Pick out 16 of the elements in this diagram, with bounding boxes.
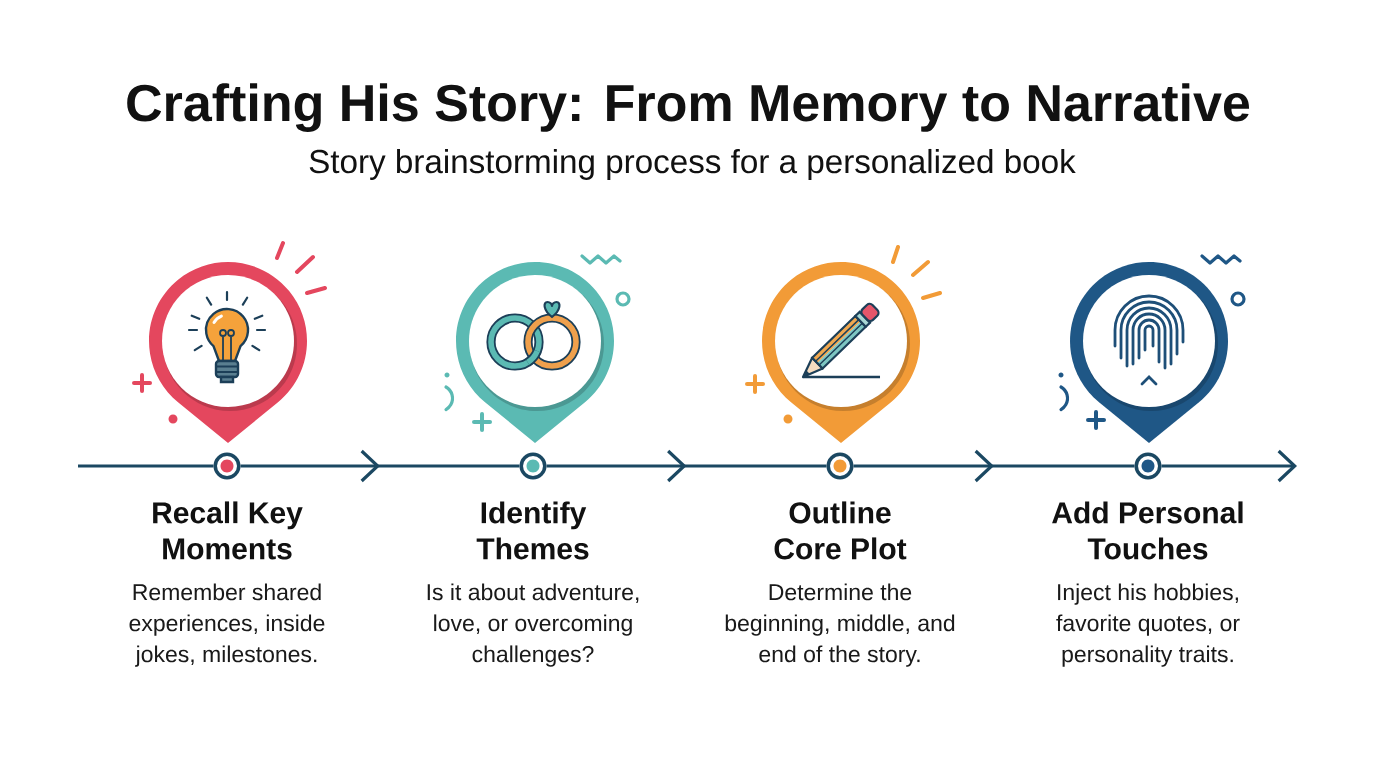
step-description: Inject his hobbies, favorite quotes, or personality traits. <box>1056 583 1240 667</box>
step-heading: Recall Key Moments <box>153 501 303 560</box>
timeline-line <box>78 464 214 468</box>
timeline-dot <box>519 452 547 480</box>
step-heading: Outline Core Plot <box>774 501 907 560</box>
timeline-dot <box>1134 452 1162 480</box>
step-description: Is it about adventure, love, or overcoming challenges? <box>427 583 639 667</box>
title: Crafting His Story: From Memory to Narrative <box>127 83 1250 132</box>
step-description: Remember shared experiences, inside jokes, milestones. <box>129 583 325 667</box>
step-description: Determine the beginning, middle, and end of the story. <box>725 583 955 667</box>
step-heading: Add Personal Touches <box>1052 501 1243 560</box>
timeline-dot <box>826 452 854 480</box>
timeline-dot <box>213 452 241 480</box>
subtitle: Story brainstorming process for a personalized book <box>309 148 1076 180</box>
step-heading: Identify Themes <box>476 501 589 560</box>
timeline-arrow <box>1161 449 1297 483</box>
